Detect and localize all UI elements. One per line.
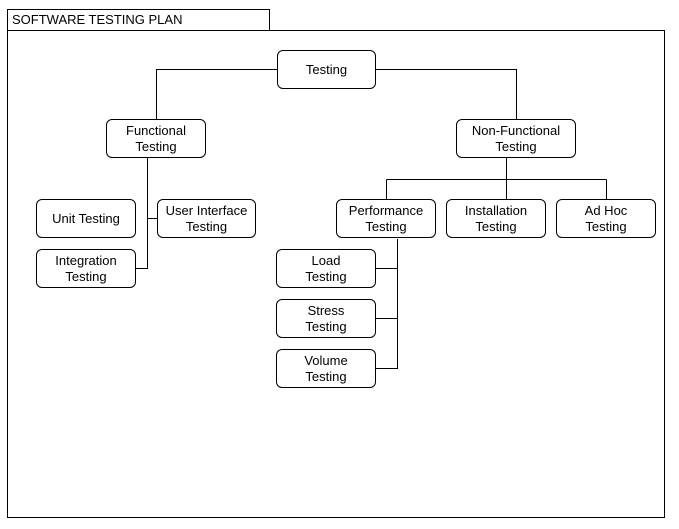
node-volume-testing: Volume Testing — [276, 349, 376, 388]
diagram-frame — [7, 30, 665, 518]
node-stress-testing: Stress Testing — [276, 299, 376, 338]
node-functional-testing: Functional Testing — [106, 119, 206, 158]
node-non-functional-testing: Non-Functional Testing — [456, 119, 576, 158]
connector-testing-functional — [156, 69, 278, 119]
node-performance-testing: Performance Testing — [336, 199, 436, 238]
node-user-interface-testing: User Interface Testing — [157, 199, 256, 238]
connector-performance-trunk — [376, 239, 398, 369]
node-unit-testing: Unit Testing — [36, 199, 136, 238]
diagram-title: SOFTWARE TESTING PLAN — [7, 9, 270, 30]
node-integration-testing: Integration Testing — [36, 249, 136, 288]
node-ad-hoc-testing: Ad Hoc Testing — [556, 199, 656, 238]
node-installation-testing: Installation Testing — [446, 199, 546, 238]
node-load-testing: Load Testing — [276, 249, 376, 288]
connector-testing-nonfunctional — [375, 69, 517, 119]
node-testing: Testing — [277, 50, 376, 89]
connector-functional-trunk — [136, 158, 148, 269]
